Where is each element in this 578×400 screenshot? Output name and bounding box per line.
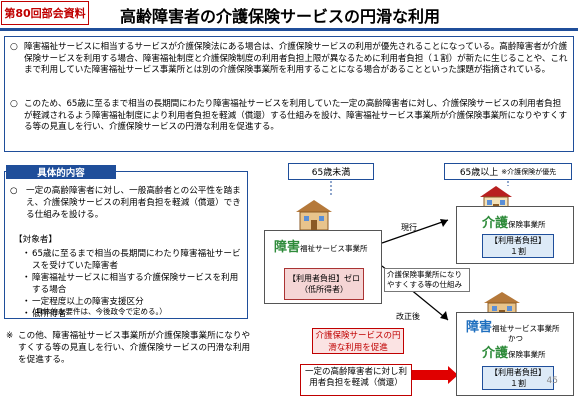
- summary-box: [4, 36, 574, 152]
- combined-label-1: 障害福祉サービス事業所: [466, 320, 560, 335]
- target-heading: 【対象者】: [14, 235, 57, 245]
- summary-bullet-2: ○ このため、65歳に至るまで相当の長期間にわたり障害福祉サービスを利用していた…: [10, 99, 568, 133]
- kaigo-label: 介護保険事業所: [482, 216, 546, 231]
- page-title: 高齢障害者の介護保険サービスの円滑な利用: [120, 7, 441, 26]
- kaigo-cost: 【利用者負担】１割: [482, 234, 554, 258]
- summary-bullet-1: ○ 障害福祉サービスに相当するサービスが介護保険法にある場合は、介護保険サービス…: [10, 42, 568, 76]
- shogai-cost: 【利用者負担】ゼロ （低所得者）: [284, 268, 368, 300]
- target-item: ・障害福祉サービスに相当する介護保険サービスを利用する場合: [22, 273, 239, 295]
- target-item: ・一定程度以上の障害支援区分: [22, 297, 144, 307]
- header-rule: [0, 28, 578, 31]
- details-heading: 具体的内容: [6, 165, 116, 179]
- combined-cost: 【利用者負担】１割: [482, 366, 554, 390]
- circle-bullet-icon: ○: [10, 42, 18, 52]
- combined-and: かつ: [508, 334, 523, 343]
- target-list: ・65歳に至るまで相当の長期間にわたり障害福祉サービスを受けていた障害者 ・障害…: [22, 248, 244, 320]
- asterisk-icon: ※: [6, 331, 14, 341]
- age-over-65: 65歳以上※介護保険が優先: [444, 163, 572, 180]
- circle-bullet-icon: ○: [10, 99, 18, 109]
- reform-label: 改正後: [396, 312, 420, 321]
- target-note: （具体的な要件は、今後政令で定める。）: [28, 307, 167, 316]
- shogai-label: 障害福祉サービス事業所: [274, 240, 368, 255]
- promote-note: 介護保険サービスの円滑な利用を促進: [312, 328, 404, 354]
- mid-note: 介護保険事業所になりやすくする等の仕組み: [384, 268, 470, 292]
- material-tag: 第80回部会資料: [1, 1, 89, 25]
- reduce-note: 一定の高齢障害者に対し利用者負担を軽減（償還）: [300, 364, 412, 396]
- page-number: 45: [546, 376, 558, 386]
- current-label: 現行: [401, 223, 417, 232]
- details-panel: [4, 171, 248, 319]
- target-item: ・65歳に至るまで相当の長期間にわたり障害福祉サービスを受けていた障害者: [22, 249, 241, 271]
- building-icon: [294, 198, 334, 231]
- age-under-65: 65歳未満: [288, 163, 374, 180]
- footnote: ※ この他、障害福祉サービス事業所が介護保険事業所になりやすくする等の見直しを行…: [6, 331, 251, 365]
- combined-label-2: 介護保険事業所: [482, 346, 546, 361]
- target-item: ・低所得者: [22, 309, 67, 319]
- circle-bullet-icon: ○: [10, 186, 18, 196]
- details-item-1: ○ 一定の高齢障害者に対し、一般高齢者との公平性を踏まえ、介護保険サービスの利用…: [10, 186, 241, 220]
